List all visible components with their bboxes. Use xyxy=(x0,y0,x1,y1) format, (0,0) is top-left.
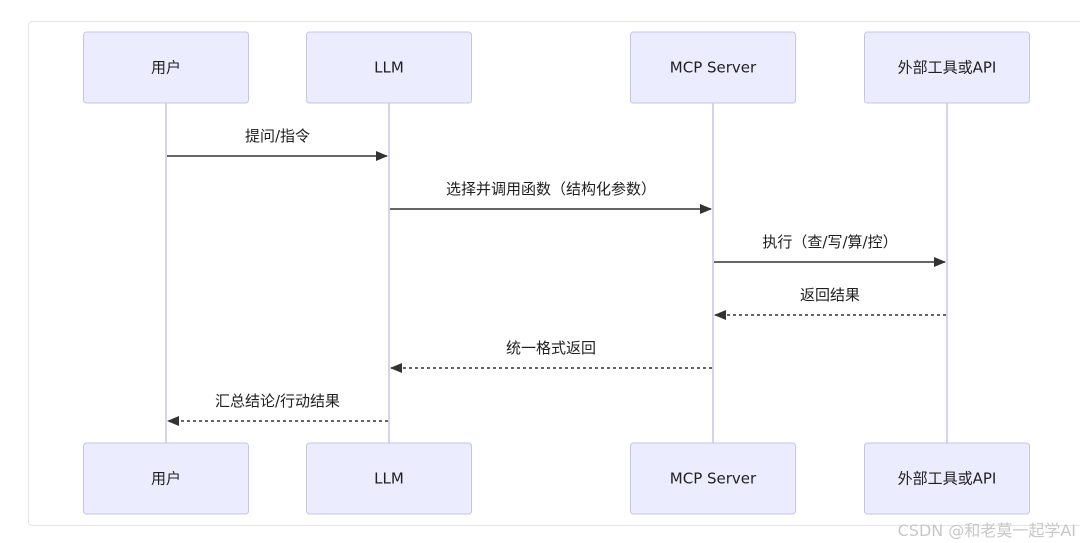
actor-label: 用户 xyxy=(151,59,181,77)
actor-label: 用户 xyxy=(151,470,181,488)
message-2: 选择并调用函数（结构化参数） xyxy=(390,180,712,214)
message-label: 汇总结论/行动结果 xyxy=(215,392,340,410)
actor-llm-top: LLM xyxy=(306,31,472,104)
message-label: 执行（查/写/算/控） xyxy=(762,233,897,251)
actor-label: LLM xyxy=(374,59,404,77)
message-label: 选择并调用函数（结构化参数） xyxy=(446,180,656,198)
actor-box xyxy=(630,442,796,515)
message-label: 统一格式返回 xyxy=(506,339,596,357)
actor-user-top: 用户 xyxy=(83,31,249,104)
actor-box xyxy=(83,442,249,515)
message-3: 执行（查/写/算/控） xyxy=(714,233,946,267)
diagram-frame xyxy=(28,21,1080,526)
actor-label: 外部工具或API xyxy=(898,59,997,77)
actor-user-bottom: 用户 xyxy=(83,442,249,515)
actor-box xyxy=(630,31,796,104)
actor-box xyxy=(83,31,249,104)
actor-llm-bottom: LLM xyxy=(306,442,472,515)
message-6: 汇总结论/行动结果 xyxy=(167,392,388,426)
message-1: 提问/指令 xyxy=(167,127,388,161)
actor-box xyxy=(306,442,472,515)
message-4: 返回结果 xyxy=(714,286,946,320)
watermark: CSDN @和老莫一起学AI xyxy=(897,521,1076,540)
actor-label: LLM xyxy=(374,470,404,488)
actor-label: MCP Server xyxy=(670,470,757,488)
actor-box xyxy=(306,31,472,104)
actor-box xyxy=(864,442,1030,515)
actor-label: 外部工具或API xyxy=(898,470,997,488)
actor-box xyxy=(864,31,1030,104)
actor-ext-top: 外部工具或API xyxy=(864,31,1030,104)
message-label: 提问/指令 xyxy=(245,127,310,145)
actor-ext-bottom: 外部工具或API xyxy=(864,442,1030,515)
actor-mcp-bottom: MCP Server xyxy=(630,442,796,515)
message-5: 统一格式返回 xyxy=(390,339,712,373)
actor-mcp-top: MCP Server xyxy=(630,31,796,104)
actor-label: MCP Server xyxy=(670,59,757,77)
message-label: 返回结果 xyxy=(800,286,860,304)
